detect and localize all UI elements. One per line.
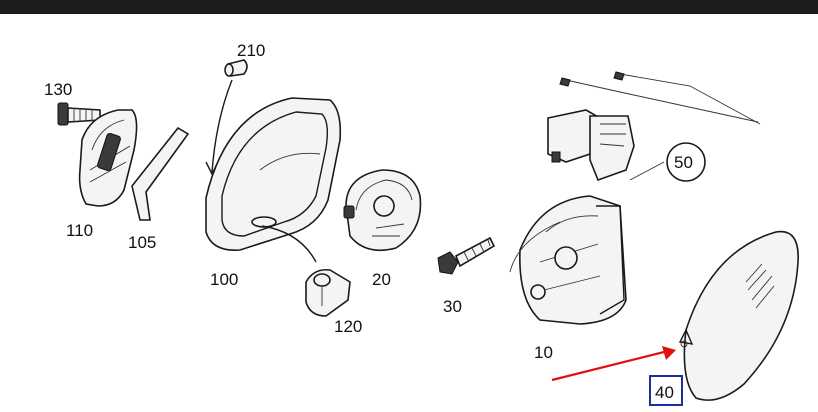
label-50: 50 (674, 153, 693, 172)
cable-100-120 (261, 225, 317, 263)
label-100: 100 (210, 270, 238, 289)
part-20-motor[interactable] (343, 169, 422, 252)
part-110-cover[interactable] (78, 109, 138, 207)
part-30-bolt[interactable] (437, 236, 496, 275)
label-30: 30 (443, 297, 462, 316)
part-105-trim[interactable] (131, 126, 190, 221)
part-120-connector[interactable] (305, 268, 351, 317)
part-130-screw[interactable] (57, 102, 101, 126)
label-110: 110 (66, 221, 93, 240)
highlight-box-40 (649, 375, 683, 406)
label-130: 130 (44, 80, 72, 99)
label-210: 210 (237, 41, 265, 60)
leader-210 (211, 79, 233, 173)
label-20: 20 (372, 270, 391, 289)
part-40-mirror-glass[interactable] (678, 230, 799, 401)
part-100-housing[interactable] (205, 97, 342, 251)
part-10-base[interactable] (509, 195, 627, 325)
red-arrow-icon (551, 346, 676, 382)
label-40: 40 (655, 383, 674, 402)
label-120: 120 (334, 317, 362, 336)
part-50-module[interactable] (547, 71, 761, 182)
label-105: 105 (128, 233, 156, 252)
label-10: 10 (534, 343, 553, 362)
top-bar (0, 0, 818, 14)
part-210-bulb[interactable] (224, 59, 248, 77)
callout-50-circle (666, 142, 706, 182)
